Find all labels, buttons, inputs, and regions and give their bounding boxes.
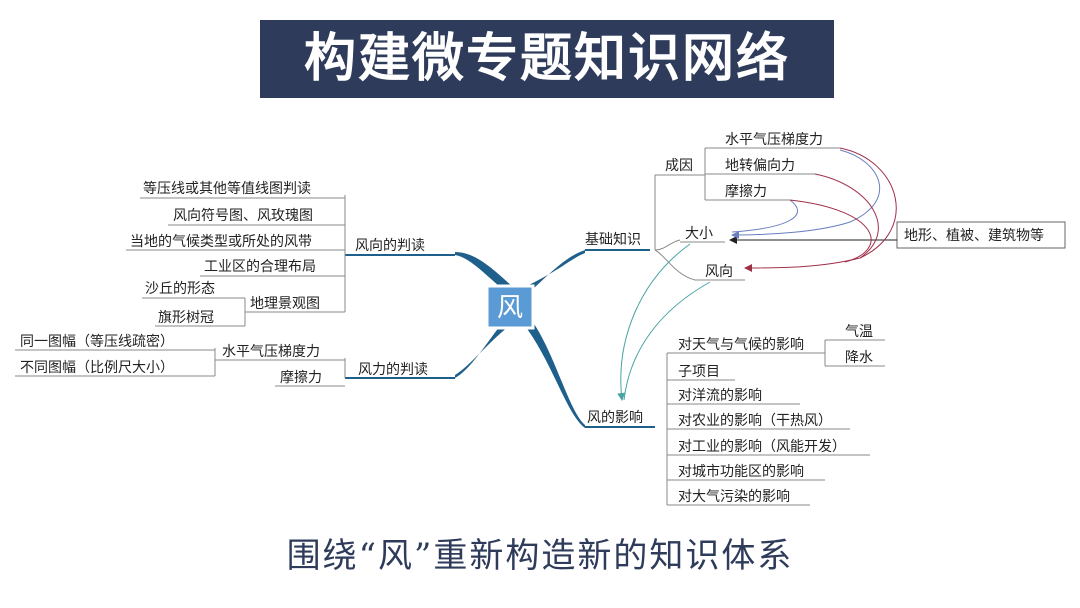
- size-label: 大小: [685, 226, 713, 242]
- cause-label: 成因: [665, 158, 693, 174]
- arrow-size-to-influence: [617, 243, 691, 401]
- influence-item: 对大气污染的影响: [678, 489, 790, 505]
- influence-item: 对农业的影响（干热风）: [678, 413, 832, 429]
- landscape-label: 地理景观图: [250, 296, 320, 312]
- landscape-item: 旗形树冠: [158, 310, 214, 326]
- direction-item: 工业区的合理布局: [204, 259, 316, 275]
- influence-item: 子项目: [678, 364, 720, 380]
- influence-item: 对城市功能区的影响: [678, 463, 804, 480]
- page-title: 构建微专题知识网络: [303, 29, 790, 89]
- arrow-dir-to-influence: [623, 281, 711, 401]
- friction-label: 摩擦力: [280, 369, 322, 386]
- direction-item: 风向符号图、风玫瑰图: [173, 208, 313, 224]
- cause-item: 摩擦力: [725, 183, 767, 200]
- weather-item: 降水: [845, 350, 873, 366]
- direction-label: 风向的判读: [355, 237, 425, 254]
- title-banner: [260, 20, 834, 98]
- connector: [654, 239, 681, 251]
- arrow-friction-to-dir: [789, 199, 872, 263]
- force-label: 风力的判读: [358, 361, 428, 378]
- cause-item: 地转偏向力: [725, 158, 795, 174]
- weather-label: 对天气与气候的影响: [678, 337, 804, 353]
- weather-item: 气温: [845, 324, 873, 340]
- cause-item: 水平气压梯度力: [725, 132, 823, 148]
- center-node-label: 风: [497, 293, 523, 323]
- external-label: 地形、植被、建筑物等: [904, 227, 1044, 244]
- arrow-gradient-to-size: [731, 149, 881, 239]
- branch-left-force: [455, 318, 514, 378]
- page-subtitle: 围绕“风”重新构造新的知识体系: [286, 536, 794, 576]
- arrow-gradient-to-dir: [744, 147, 897, 272]
- branch-right-basic: [522, 250, 585, 292]
- influence-item: 对工业的影响（风能开发）: [678, 439, 846, 455]
- direction-item: 当地的气候类型或所处的风带: [130, 234, 312, 250]
- dir-label: 风向: [705, 264, 733, 280]
- branch-right-influence: [522, 318, 585, 428]
- center-node-box: [485, 284, 535, 330]
- landscape-item: 沙丘的形态: [145, 281, 215, 297]
- direction-item: 等压线或其他等值线图判读: [143, 180, 311, 197]
- external-box: [896, 221, 1066, 249]
- arrow-friction-to-size: [731, 199, 798, 233]
- influence-label: 风的影响: [587, 410, 643, 426]
- branch-left-direction: [455, 252, 514, 292]
- influence-item: 对洋流的影响: [678, 388, 762, 404]
- gradient-label: 水平气压梯度力: [222, 344, 320, 360]
- connector: [654, 249, 696, 281]
- gradient-item: 同一图幅（等压线疏密）: [20, 333, 174, 350]
- gradient-item: 不同图幅（比例尺大小）: [20, 360, 174, 376]
- arrow-coriolis-to-dir: [814, 173, 879, 259]
- basic-label: 基础知识: [585, 231, 641, 248]
